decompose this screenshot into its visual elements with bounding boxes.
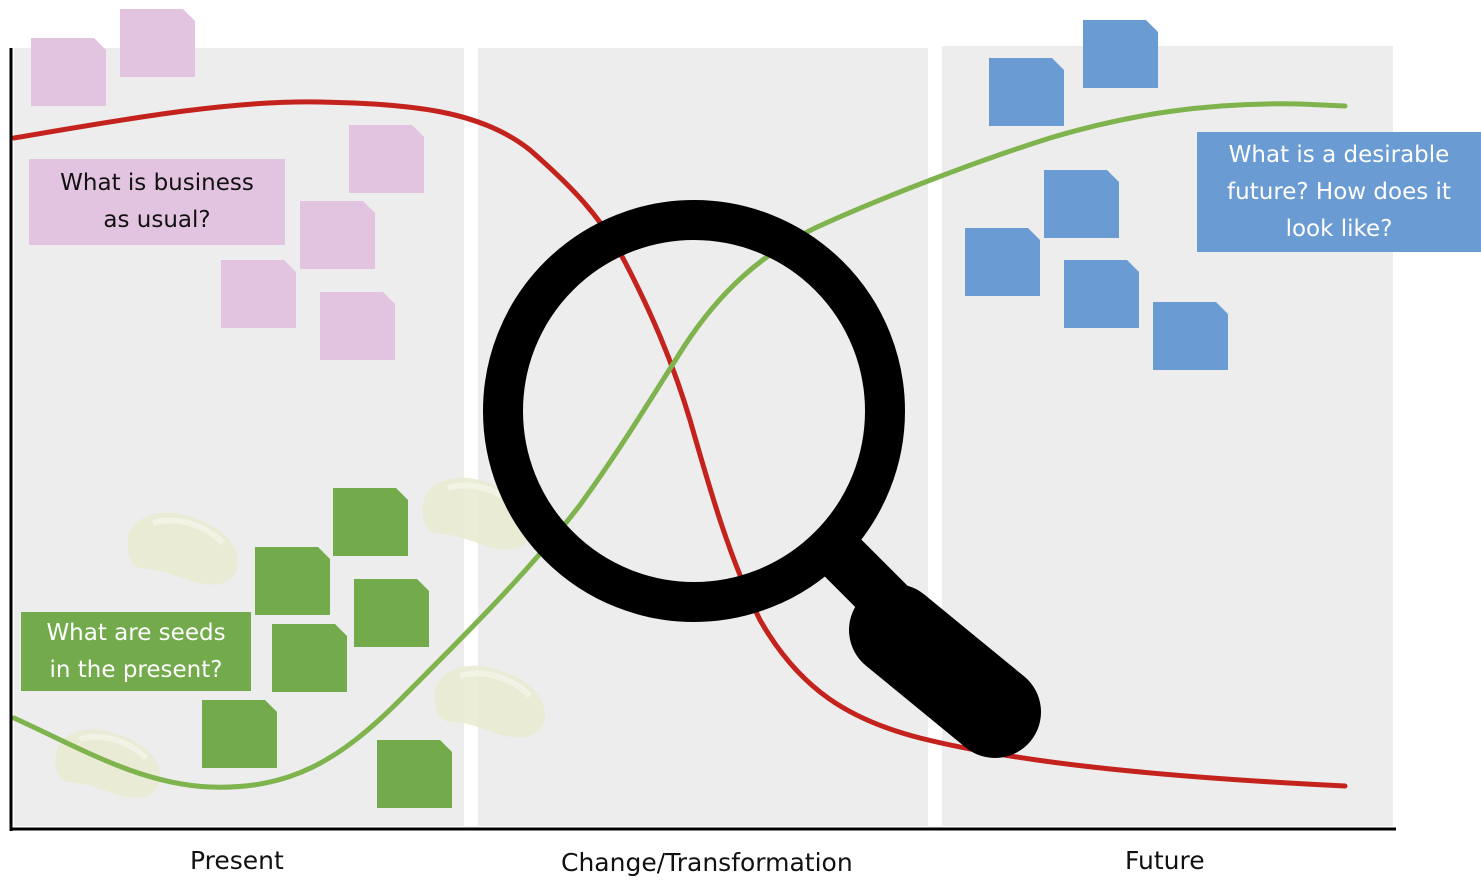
bean-seed-icon bbox=[128, 513, 238, 585]
seeds-curve bbox=[11, 101, 1348, 790]
sticky-note-icon bbox=[320, 292, 395, 360]
magnifying-glass-icon bbox=[483, 200, 1041, 758]
sticky-note-icon bbox=[989, 58, 1064, 126]
sticky-note-icon bbox=[120, 9, 195, 77]
business-as-usual-question: What is business as usual? bbox=[29, 159, 285, 245]
phase-label-present: Present bbox=[190, 846, 284, 875]
sticky-note-icon bbox=[333, 488, 408, 556]
seeds-question: What are seeds in the present? bbox=[21, 612, 251, 691]
sticky-note-icon bbox=[255, 547, 330, 615]
sticky-note-icon bbox=[202, 700, 277, 768]
sticky-note-icon bbox=[1064, 260, 1139, 328]
future-question: What is a desirable future? How does it … bbox=[1197, 132, 1481, 252]
phase-label-change: Change/Transformation bbox=[561, 848, 853, 877]
sticky-note-icon bbox=[221, 260, 296, 328]
sticky-note-icon bbox=[377, 740, 452, 808]
sticky-note-icon bbox=[300, 201, 375, 269]
change-panel bbox=[478, 48, 928, 826]
sticky-note-icon bbox=[272, 624, 347, 692]
sticky-note-icon bbox=[1044, 170, 1119, 238]
sticky-note-icon bbox=[349, 125, 424, 193]
sticky-note-icon bbox=[1153, 302, 1228, 370]
bean-seed-icon bbox=[435, 666, 545, 738]
sticky-note-icon bbox=[965, 228, 1040, 296]
sticky-note-icon bbox=[354, 579, 429, 647]
phase-label-future: Future bbox=[1125, 846, 1205, 875]
sticky-note-icon bbox=[31, 38, 106, 106]
sticky-note-icon bbox=[1083, 20, 1158, 88]
